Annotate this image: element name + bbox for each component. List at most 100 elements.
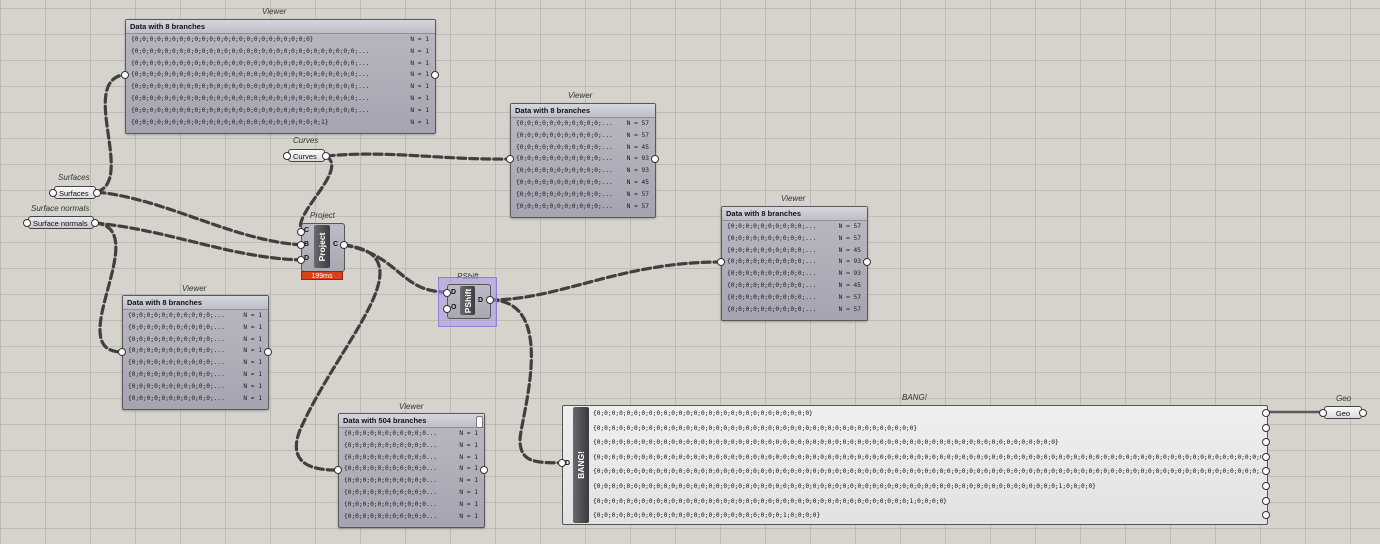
pshift-grip-d[interactable] <box>443 289 451 297</box>
wire-pshift-bang <box>488 298 564 465</box>
viewer4-input-grip[interactable] <box>118 348 126 356</box>
viewer5-input-grip[interactable] <box>334 466 342 474</box>
project-grip-c[interactable] <box>297 228 305 236</box>
bang-output-grip[interactable] <box>1262 452 1270 461</box>
viewer-header: Data with 504 branches <box>339 414 484 428</box>
viewer-row: {0;0;0;0;0;0;0;0;0;0;0;0;0;0;0;0;0;0;0;0… <box>126 69 435 81</box>
viewer-row: {0;0;0;0;0;0;0;0;0;0;0;0;0;0;0;0;0;0;0;0… <box>126 81 435 93</box>
viewer-row: {0;0;0;0;0;0;0;0;0;0;...N = 45 <box>722 245 867 257</box>
viewer2-input-grip[interactable] <box>506 155 514 163</box>
viewer-row-count: N = 1 <box>243 394 262 402</box>
viewer-row-count: N = 1 <box>243 347 262 355</box>
viewer5-caption: Viewer <box>399 402 424 411</box>
viewer-row-path: {0;0;0;0;0;0;0;0;0;0;0;0;0;0;0;0;0;0;0;0… <box>131 118 329 126</box>
surfaces-input-grip[interactable] <box>49 189 57 197</box>
bang-output-grip[interactable] <box>1262 409 1270 417</box>
viewer-row-path: {0;0;0;0;0;0;0;0;0;0;0... <box>344 430 438 437</box>
wire-pshift-viewer3 <box>488 260 722 302</box>
viewer-row-path: {0;0;0;0;0;0;0;0;0;0;... <box>727 305 817 313</box>
viewer-row: {0;0;0;0;0;0;0;0;0;0;0;0;0;0;0;0;0;0;0;0… <box>126 34 435 46</box>
viewer1-input-grip[interactable] <box>121 71 129 79</box>
curves-input-grip[interactable] <box>283 152 291 160</box>
viewer-row-count: N = 93 <box>838 258 861 266</box>
viewer3-output-grip[interactable] <box>863 258 871 266</box>
viewer-row-path: {0;0;0;0;0;0;0;0;0;0;... <box>727 258 817 266</box>
project-input-c: C <box>304 227 310 234</box>
project-component[interactable]: Project C B D C <box>301 223 345 272</box>
viewer-panel-1[interactable]: Data with 8 branches {0;0;0;0;0;0;0;0;0;… <box>125 19 436 134</box>
geo-input-grip[interactable] <box>1319 409 1327 417</box>
viewer-row: {0;0;0;0;0;0;0;0;0;0;0;...N = 1 <box>123 322 268 334</box>
viewer-header: Data with 8 branches <box>123 296 268 310</box>
surface-normals-input-grip[interactable] <box>23 219 31 227</box>
viewer-row: {0;0;0;0;0;0;0;0;0;0;0;0;0;0;0;0;0;0;0;0… <box>126 46 435 58</box>
geo-output-grip[interactable] <box>1359 409 1367 417</box>
viewer-row: {0;0;0;0;0;0;0;0;0;0;0...N = 1 <box>339 475 484 487</box>
viewer-row-count: N = 93 <box>626 167 649 175</box>
bang-output-grip[interactable] <box>1262 496 1270 505</box>
viewer-row-count: N = 1 <box>459 441 478 449</box>
surfaces-param[interactable]: Surfaces <box>54 186 96 199</box>
viewer-row-path: {0;0;0;0;0;0;0;0;0;0;... <box>727 234 817 242</box>
curves-param[interactable]: Curves <box>288 149 325 162</box>
viewer4-output-grip[interactable] <box>264 348 272 356</box>
bang-output-grip[interactable] <box>1262 438 1270 447</box>
curves-output-grip[interactable] <box>322 152 330 160</box>
pshift-output-d: D <box>478 297 484 304</box>
bang-output-grip[interactable] <box>1262 467 1270 476</box>
bang-output-grip[interactable] <box>1262 482 1270 490</box>
pshift-output-grip[interactable] <box>486 296 494 304</box>
viewer-row-path: {0;0;0;0;0;0;0;0;0;0;0;0;0;0;0;0;0;0;0;0… <box>131 94 370 102</box>
bang-core: BANG! <box>573 407 589 523</box>
surfaces-output-grip[interactable] <box>93 189 101 197</box>
viewer-row: {0;0;0;0;0;0;0;0;0;0;0...N = 1 <box>339 487 484 499</box>
bang-input-d: D <box>565 460 571 467</box>
project-timer: 199ms <box>301 271 343 280</box>
pshift-grip-o[interactable] <box>443 305 451 313</box>
curves-caption: Curves <box>293 136 319 145</box>
geo-param[interactable]: Geo <box>1324 406 1362 419</box>
bang-output-grip[interactable] <box>1262 511 1270 520</box>
viewer-row-path: {0;0;0;0;0;0;0;0;0;0;0;0;0;0;0;0;0;0;0;0… <box>131 36 314 43</box>
viewer-row: {0;0;0;0;0;0;0;0;0;0;0;...N = 93 <box>511 165 655 177</box>
viewer-row: {0;0;0;0;0;0;0;0;0;0;0;0;0;0;0;0;0;0;0;0… <box>126 93 435 105</box>
pshift-component[interactable]: PShift D O D <box>447 284 491 319</box>
viewer-row-count: N = 57 <box>626 190 649 198</box>
viewer-row-count: N = 1 <box>459 500 478 508</box>
viewer-row-count: N = 1 <box>459 477 478 485</box>
pshift-input-d: D <box>451 289 457 296</box>
viewer-row-count: N = 57 <box>838 223 861 230</box>
viewer-panel-4[interactable]: Data with 8 branches {0;0;0;0;0;0;0;0;0;… <box>122 295 269 410</box>
viewer-row-count: N = 1 <box>243 323 262 331</box>
viewer-row-count: N = 1 <box>459 488 478 496</box>
viewer2-output-grip[interactable] <box>651 155 659 163</box>
project-grip-d[interactable] <box>297 256 305 264</box>
bang-panel[interactable]: BANG! D {0;0;0;0;0;0;0;0;0;0;0;0;0;0;0;0… <box>562 405 1268 525</box>
viewer-panel-2[interactable]: Data with 8 branches {0;0;0;0;0;0;0;0;0;… <box>510 103 656 218</box>
viewer-row-path: {0;0;0;0;0;0;0;0;0;0;0;... <box>128 312 225 319</box>
surface-normals-output-grip[interactable] <box>91 219 99 227</box>
viewer5-scrollbar[interactable] <box>476 416 483 428</box>
viewer-row-path: {0;0;0;0;0;0;0;0;0;0;0... <box>344 441 438 449</box>
viewer-row-count: N = 45 <box>626 178 649 186</box>
wire-surfaces-project-b <box>95 190 304 247</box>
surface-normals-param[interactable]: Surface normals <box>28 216 94 229</box>
viewer-row: {0;0;0;0;0;0;0;0;0;0;...N = 93 <box>722 268 867 280</box>
project-output-grip[interactable] <box>340 241 348 249</box>
viewer-row-path: {0;0;0;0;0;0;0;0;0;0;0;... <box>516 178 613 186</box>
viewer-row-path: {0;0;0;0;0;0;0;0;0;0;0;... <box>516 155 613 163</box>
bang-row: {0;0;0;0;0;0;0;0;0;0;0;0;0;0;0;0;0;0;0;0… <box>593 468 1261 476</box>
viewer-row-path: {0;0;0;0;0;0;0;0;0;0;0;... <box>516 202 613 210</box>
viewer1-output-grip[interactable] <box>431 71 439 79</box>
viewer-row-count: N = 1 <box>410 47 429 55</box>
bang-output-grip[interactable] <box>1262 423 1270 432</box>
viewer-panel-3[interactable]: Data with 8 branches {0;0;0;0;0;0;0;0;0;… <box>721 206 868 321</box>
viewer3-input-grip[interactable] <box>717 258 725 266</box>
viewer5-output-grip[interactable] <box>480 466 488 474</box>
viewer-panel-5[interactable]: Data with 504 branches {0;0;0;0;0;0;0;0;… <box>338 413 485 528</box>
project-grip-b[interactable] <box>297 241 305 249</box>
viewer-row: {0;0;0;0;0;0;0;0;0;0;0;...N = 1 <box>123 334 268 346</box>
project-caption: Project <box>310 211 335 220</box>
bang-input-grip[interactable] <box>558 459 566 467</box>
bang-row: {0;0;0;0;0;0;0;0;0;0;0;0;0;0;0;0;0;0;0;0… <box>593 483 1096 490</box>
